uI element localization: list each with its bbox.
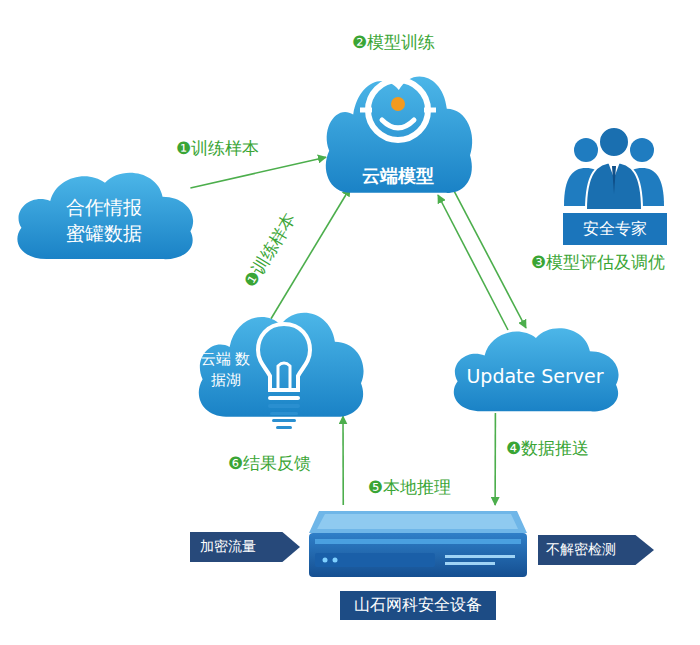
flow-arrow [454, 191, 526, 328]
target-icon [358, 70, 438, 154]
node-title: 加密流量 [200, 538, 256, 556]
flow-arrow [494, 413, 496, 505]
edge-label: ❻结果反馈 [228, 453, 311, 473]
datalake-cloud: 云端 数据湖 [190, 300, 370, 425]
node-title: 不解密检测 [546, 541, 616, 559]
step-label: ❺本地推理 [368, 477, 451, 497]
source-cloud: 合作情报 蜜罐数据 [8, 162, 200, 266]
edge-label: ❶训练样本 [176, 138, 259, 158]
experts-icon [558, 118, 670, 210]
node-title: 云端 数据湖 [200, 349, 251, 390]
node-title: Update Server [466, 365, 603, 387]
flow-arrow [271, 188, 350, 319]
flow-arrow [438, 195, 508, 330]
flow-arrow [342, 416, 344, 505]
node-title: 山石网科安全设备 [340, 591, 496, 620]
step-label: ❷模型训练 [352, 32, 435, 52]
node-title: 云端模型 [362, 164, 434, 188]
flow-arrow [190, 157, 326, 188]
edge-label: ❹数据推送 [506, 438, 589, 458]
appliance-icon [305, 505, 530, 583]
node-title: 安全专家 [583, 219, 647, 240]
input-arrow: 加密流量 [190, 532, 300, 562]
appliance: 山石网科安全设备 [305, 505, 530, 620]
edge-label: ❶训练样本 [240, 209, 300, 291]
expert-box: 安全专家 [563, 213, 667, 245]
bulb-icon [254, 320, 314, 432]
model-cloud: 云端模型 [318, 62, 478, 202]
output-arrow: 不解密检测 [538, 535, 654, 565]
node-title: 合作情报 蜜罐数据 [60, 195, 147, 246]
update-server-cloud: Update Server [445, 318, 625, 418]
edge-label: ❸模型评估及调优 [531, 252, 665, 272]
